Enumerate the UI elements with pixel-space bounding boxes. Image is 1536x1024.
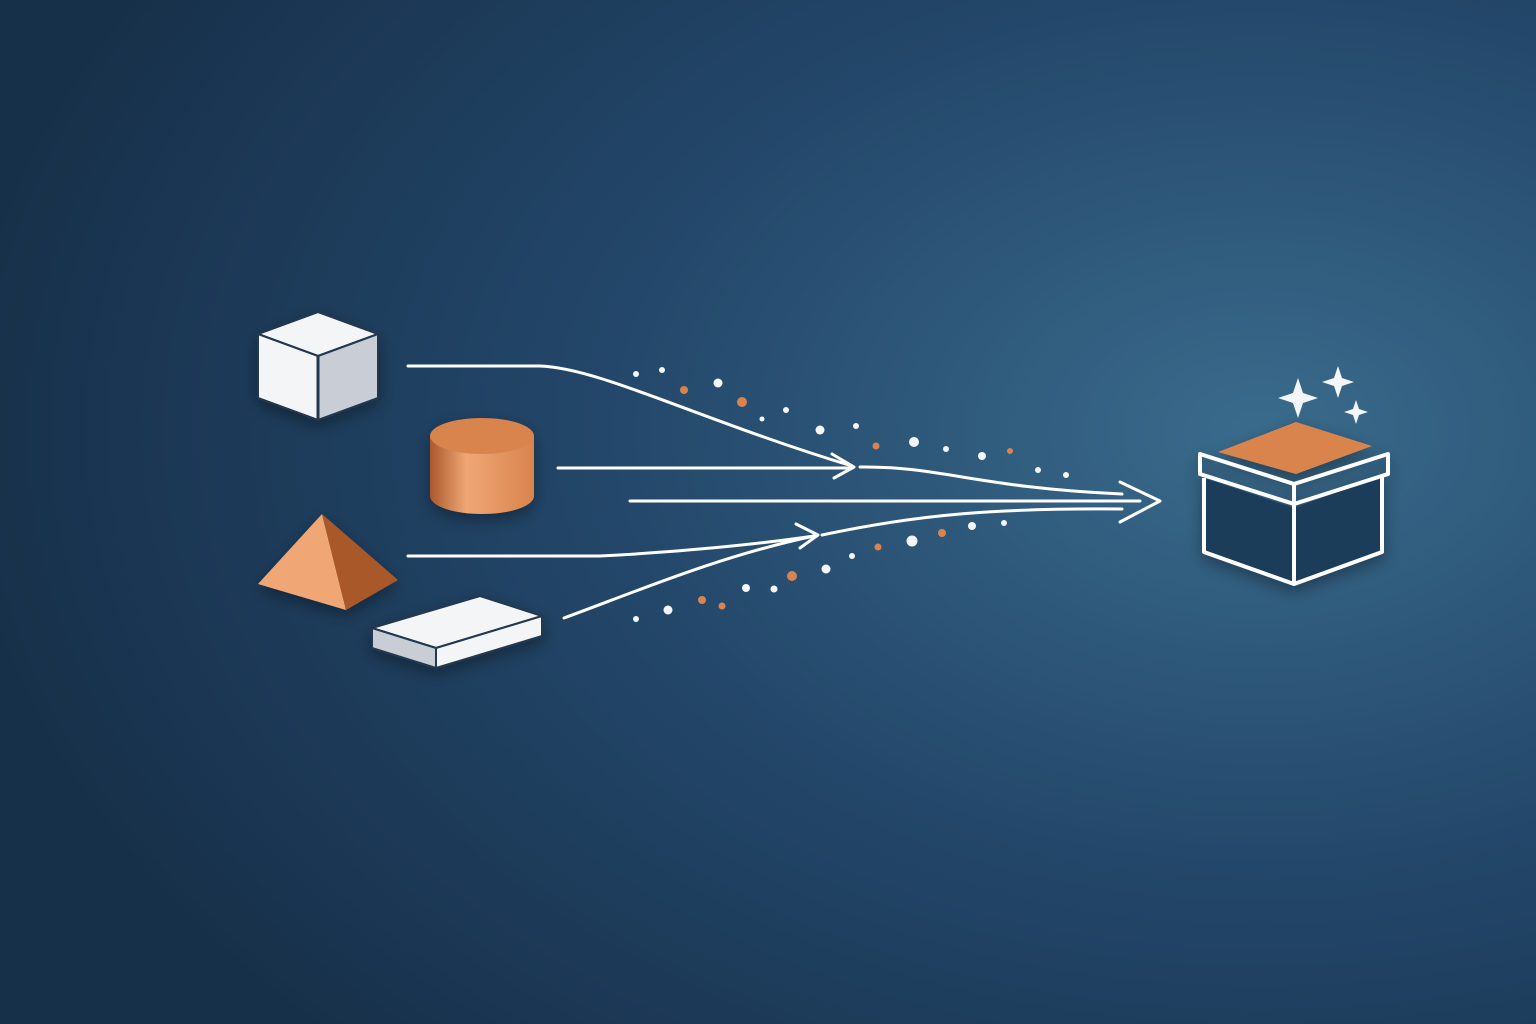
merge-arrow-lower-head [794,522,820,550]
flow-line-slab [562,534,816,620]
box-icon [1198,422,1390,586]
cylinder-icon [430,418,534,514]
sparkle-icon [1278,366,1368,424]
pyramid-icon [258,514,398,610]
flow-line-pyramid [406,534,816,558]
flow-line-merge-lower [820,507,1124,537]
flow-lines [406,364,1162,620]
final-arrow-head [1118,480,1162,524]
particle-dots [633,367,1069,622]
merge-arrow-upper-head [830,452,856,480]
flow-line-top [406,364,854,468]
flow-line-merge-upper [858,465,1124,496]
slab-icon [371,595,543,669]
cube-icon [257,311,379,421]
